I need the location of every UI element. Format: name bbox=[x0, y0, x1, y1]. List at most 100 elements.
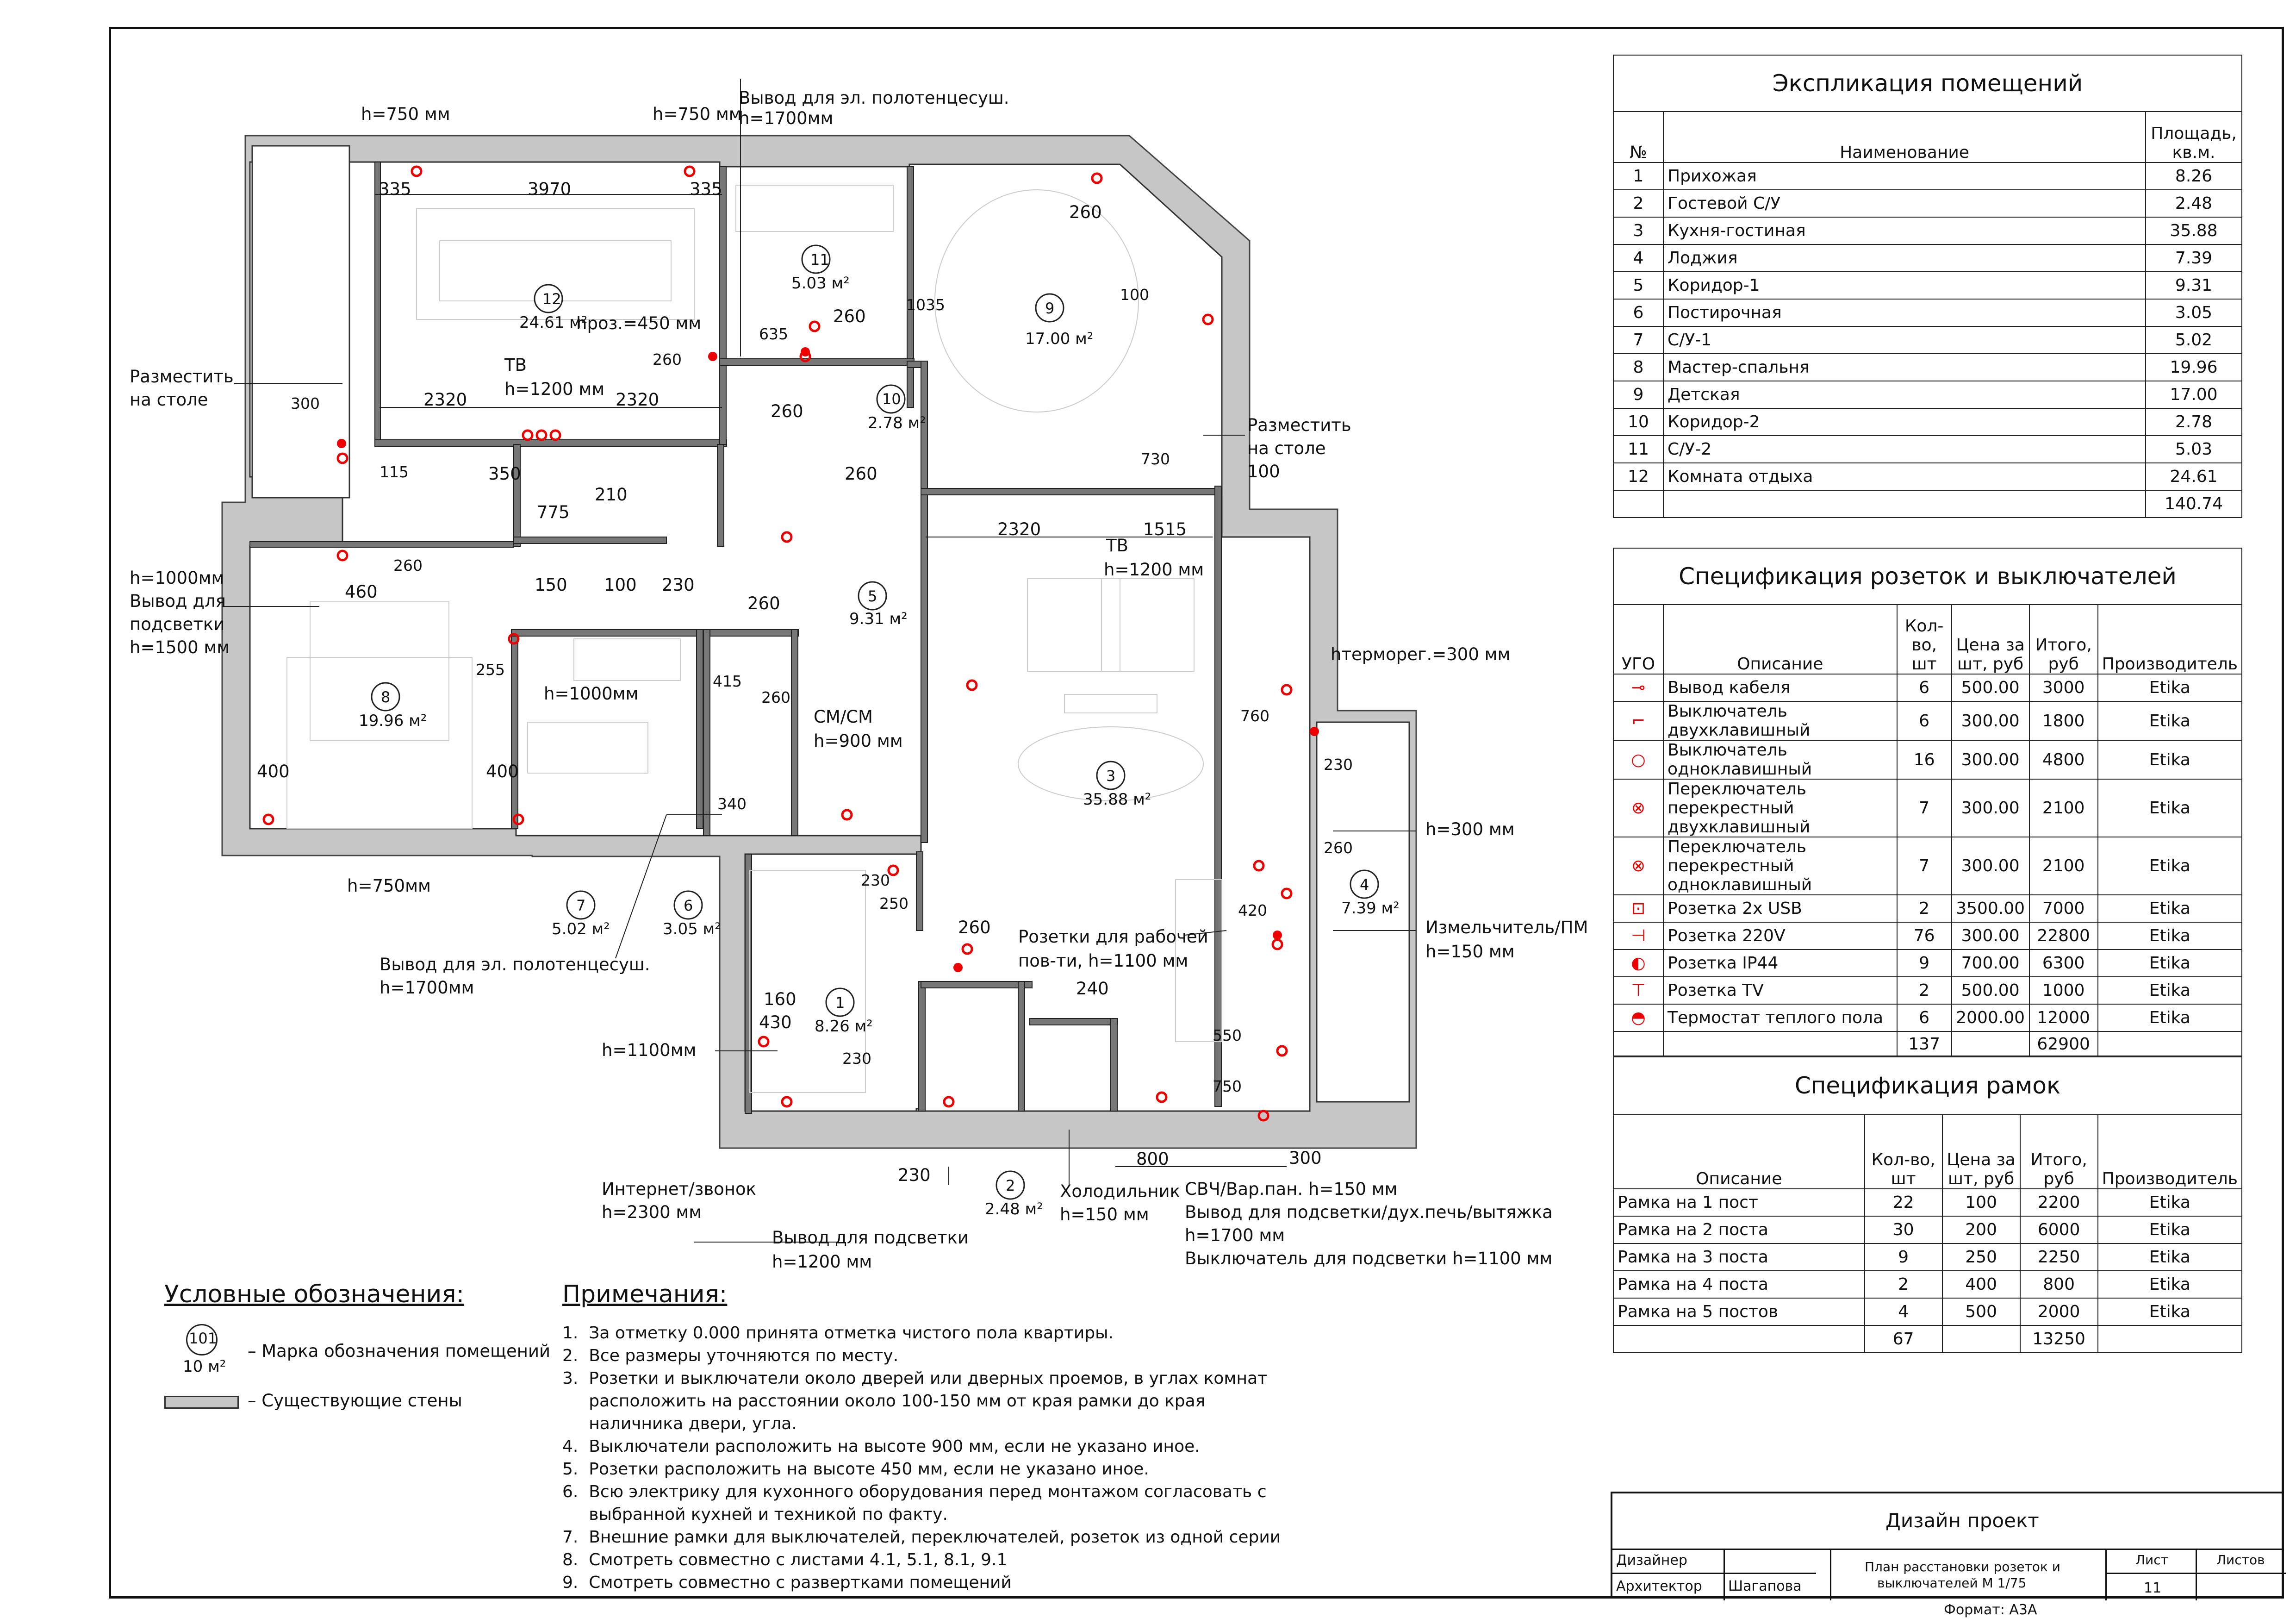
frame-price-cell: 200 bbox=[1941, 1216, 2021, 1244]
legend-room-mark: 101 10 м² bbox=[180, 1324, 226, 1380]
note-line: 3. Розетки и выключатели около дверей ил… bbox=[562, 1369, 1268, 1388]
annotation: Розетки для рабочей bbox=[1018, 927, 1208, 947]
note-line: 6. Всю электрику для кухонного оборудова… bbox=[562, 1482, 1267, 1501]
room-area-cell: 8.26 bbox=[2145, 162, 2242, 190]
height-label: h=750мм bbox=[347, 876, 431, 896]
note-line: 2. Все размеры уточняются по месту. bbox=[562, 1346, 899, 1365]
room-num-cell: 2 bbox=[1613, 189, 1664, 218]
notes-list: 1. За отметку 0.000 принята отметка чист… bbox=[562, 1322, 1281, 1594]
col-header: Производитель bbox=[2097, 604, 2243, 675]
annotation: h=1200 мм bbox=[1104, 560, 1204, 580]
room-name-cell: Кухня-гостиная bbox=[1663, 217, 2146, 245]
socket-ip44-icon: ◐ bbox=[1613, 949, 1664, 977]
dimension-label: 260 bbox=[833, 306, 866, 326]
room-area: 2.48 м² bbox=[985, 1200, 1043, 1218]
socket-desc-cell: Розетка IP44 bbox=[1663, 949, 1898, 977]
room-area: 7.39 м² bbox=[1341, 899, 1400, 918]
room-number: 5 bbox=[868, 587, 877, 605]
sheet-label: Лист bbox=[2135, 1552, 2168, 1568]
dimension-label: 260 bbox=[393, 556, 423, 575]
architect-label: Архитектор bbox=[1616, 1578, 1702, 1594]
frame-price-cell: 400 bbox=[1941, 1270, 2021, 1299]
room-num-cell: 4 bbox=[1613, 244, 1664, 272]
annotation: h=2300 мм bbox=[602, 1202, 702, 1222]
red-fills bbox=[337, 347, 1319, 972]
dimension-label: 230 bbox=[1324, 756, 1353, 774]
socket-price-cell: 700.00 bbox=[1951, 949, 2030, 977]
inner-walls bbox=[249, 162, 1222, 1114]
dimension-label: 300 bbox=[1289, 1148, 1322, 1168]
room-number: 4 bbox=[1360, 876, 1369, 893]
annotation: h=1000мм bbox=[130, 568, 224, 588]
room-area-cell: 5.03 bbox=[2145, 435, 2242, 463]
dimension-label: 335 bbox=[690, 179, 722, 199]
room-name-cell: Мастер-спальня bbox=[1663, 353, 2146, 381]
room-number: 7 bbox=[576, 897, 586, 914]
cross-single-switch-icon: ⊗ bbox=[1613, 837, 1664, 895]
socket-sum-cell: 22800 bbox=[2028, 922, 2098, 950]
room-num-cell: 3 bbox=[1613, 217, 1664, 245]
annotation: на столе bbox=[1247, 438, 1326, 458]
dimension-label: 260 bbox=[761, 688, 790, 706]
frame-qty-cell: 2 bbox=[1864, 1270, 1943, 1299]
annotation: Вывод для подсветки/дух.печь/вытяжка bbox=[1185, 1202, 1553, 1222]
col-header: УГО bbox=[1613, 604, 1664, 675]
room-area: 5.02 м² bbox=[552, 920, 610, 938]
socket-qty-cell: 9 bbox=[1896, 949, 1952, 977]
dimension-label: 260 bbox=[747, 593, 780, 613]
frame-price-cell: 250 bbox=[1941, 1243, 2021, 1271]
notes-title: Примечания: bbox=[562, 1280, 728, 1308]
socket-desc-cell: Розетка TV bbox=[1663, 976, 1898, 1005]
socket-qty-cell: 76 bbox=[1896, 922, 1952, 950]
room-area: 5.03 м² bbox=[791, 274, 850, 293]
sheet-title: выключателей М 1/75 bbox=[1877, 1575, 2027, 1591]
socket-row: ⊗Переключатель перекрестный двухклавишны… bbox=[1613, 779, 2243, 837]
annotation: Выключатель для подсветки h=1100 мм bbox=[1185, 1249, 1553, 1268]
dimension-label: 100 bbox=[604, 575, 637, 595]
cable-outlet-icon: ⊸ bbox=[1613, 674, 1664, 702]
dimension-label: 260 bbox=[1324, 839, 1353, 857]
dimension-label: 800 bbox=[1136, 1149, 1169, 1169]
room-name-cell: Прихожая bbox=[1663, 162, 2146, 190]
frames-total-sum: 13250 bbox=[2019, 1325, 2098, 1353]
col-header: Итого, руб bbox=[2028, 604, 2098, 675]
room-area: 24.61 м² bbox=[519, 313, 588, 332]
dimension-label: 100 bbox=[1247, 462, 1280, 481]
annotation: h=300 мм bbox=[1425, 819, 1515, 839]
room-number: 6 bbox=[684, 897, 693, 914]
dimension-label: 635 bbox=[759, 325, 788, 343]
annotation: Разместить bbox=[1247, 415, 1351, 435]
frame-maker-cell: Etika bbox=[2097, 1188, 2243, 1217]
dimension-label: 1515 bbox=[1143, 519, 1187, 539]
dimension-label: 775 bbox=[537, 502, 570, 522]
socket-desc-cell: Розетка 220V bbox=[1663, 922, 1898, 950]
frame-price-cell: 500 bbox=[1941, 1298, 2021, 1326]
room-area-cell: 7.39 bbox=[2145, 244, 2242, 272]
room-number: 10 bbox=[882, 390, 901, 408]
frame-desc-cell: Рамка на 2 поста bbox=[1613, 1216, 1865, 1244]
socket-price-cell: 500.00 bbox=[1951, 674, 2030, 702]
room-num-cell: 5 bbox=[1613, 271, 1664, 300]
socket-sum-cell: 7000 bbox=[2028, 894, 2098, 923]
dimension-lines bbox=[375, 194, 1287, 1167]
note-line: 5. Розетки расположить на высоте 450 мм,… bbox=[562, 1460, 1149, 1479]
room-number: 12 bbox=[542, 290, 561, 308]
socket-sum-cell: 4800 bbox=[2028, 740, 2098, 780]
room-num-cell: 9 bbox=[1613, 381, 1664, 409]
frame-qty-cell: 9 bbox=[1864, 1243, 1943, 1271]
col-header: Кол-во, шт bbox=[1896, 604, 1952, 675]
socket-desc-cell: Вывод кабеля bbox=[1663, 674, 1898, 702]
frame-maker-cell: Etika bbox=[2097, 1243, 2243, 1271]
room-name-cell: С/У-1 bbox=[1663, 326, 2146, 354]
sockets-table: Спецификация розеток и выключателей УГО … bbox=[1613, 548, 2243, 1057]
furniture bbox=[286, 185, 1222, 1093]
socket-qty-cell: 16 bbox=[1896, 740, 1952, 780]
